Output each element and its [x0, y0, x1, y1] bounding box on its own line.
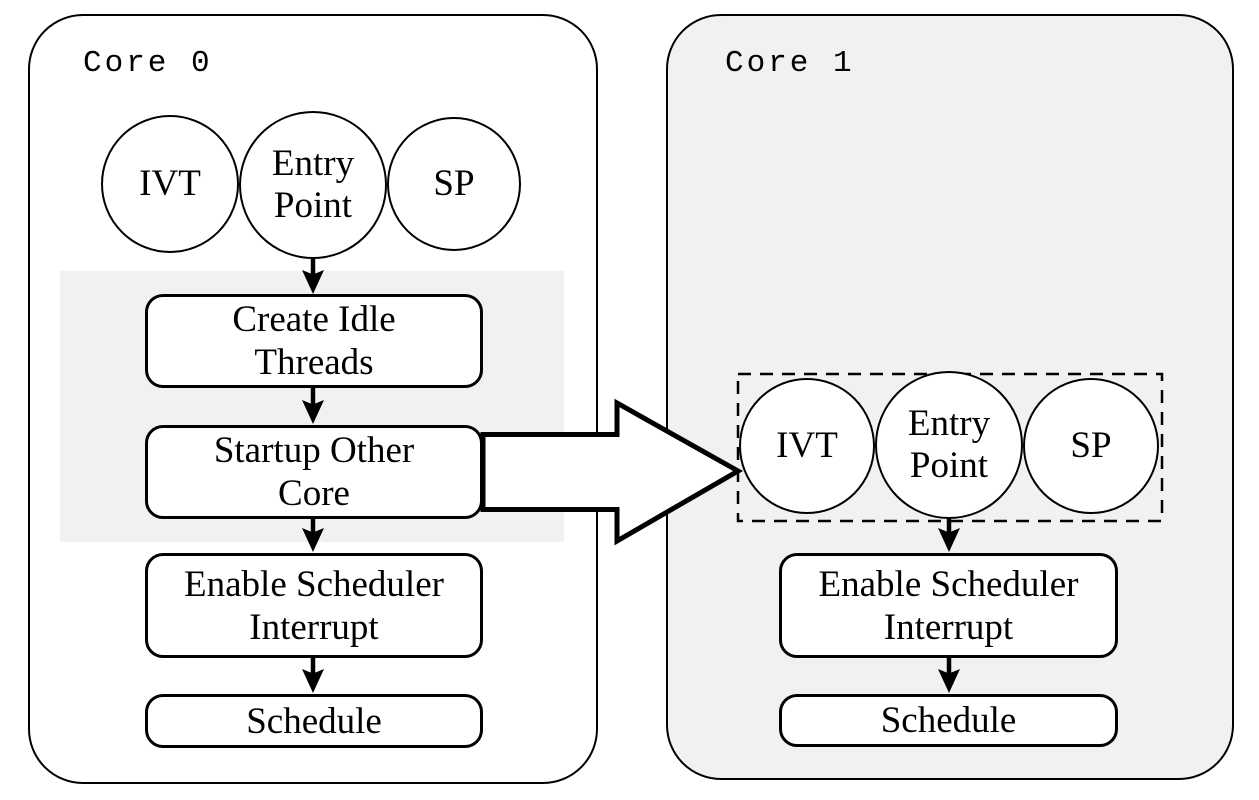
- core0-register-ivt-circle: IVT: [101, 115, 239, 253]
- core0-title: Core 0: [83, 46, 213, 81]
- core1-register-entry-point-circle: Entry Point: [875, 371, 1023, 519]
- core0-step-schedule: Schedule: [145, 694, 483, 748]
- core0-step-create-idle-threads: Create Idle Threads: [145, 294, 483, 388]
- core0-register-entry-point-circle: Entry Point: [239, 111, 387, 259]
- core0-step-enable-scheduler-interrupt: Enable Scheduler Interrupt: [145, 553, 483, 658]
- core1-register-ivt-circle: IVT: [739, 378, 875, 514]
- core0-step-startup-other-core: Startup Other Core: [145, 425, 483, 519]
- core1-step-enable-scheduler-interrupt: Enable Scheduler Interrupt: [779, 553, 1118, 658]
- core1-register-sp-circle: SP: [1023, 378, 1159, 514]
- core1-step-schedule: Schedule: [779, 694, 1118, 747]
- core1-title: Core 1: [725, 46, 855, 81]
- core0-register-sp-circle: SP: [387, 117, 521, 251]
